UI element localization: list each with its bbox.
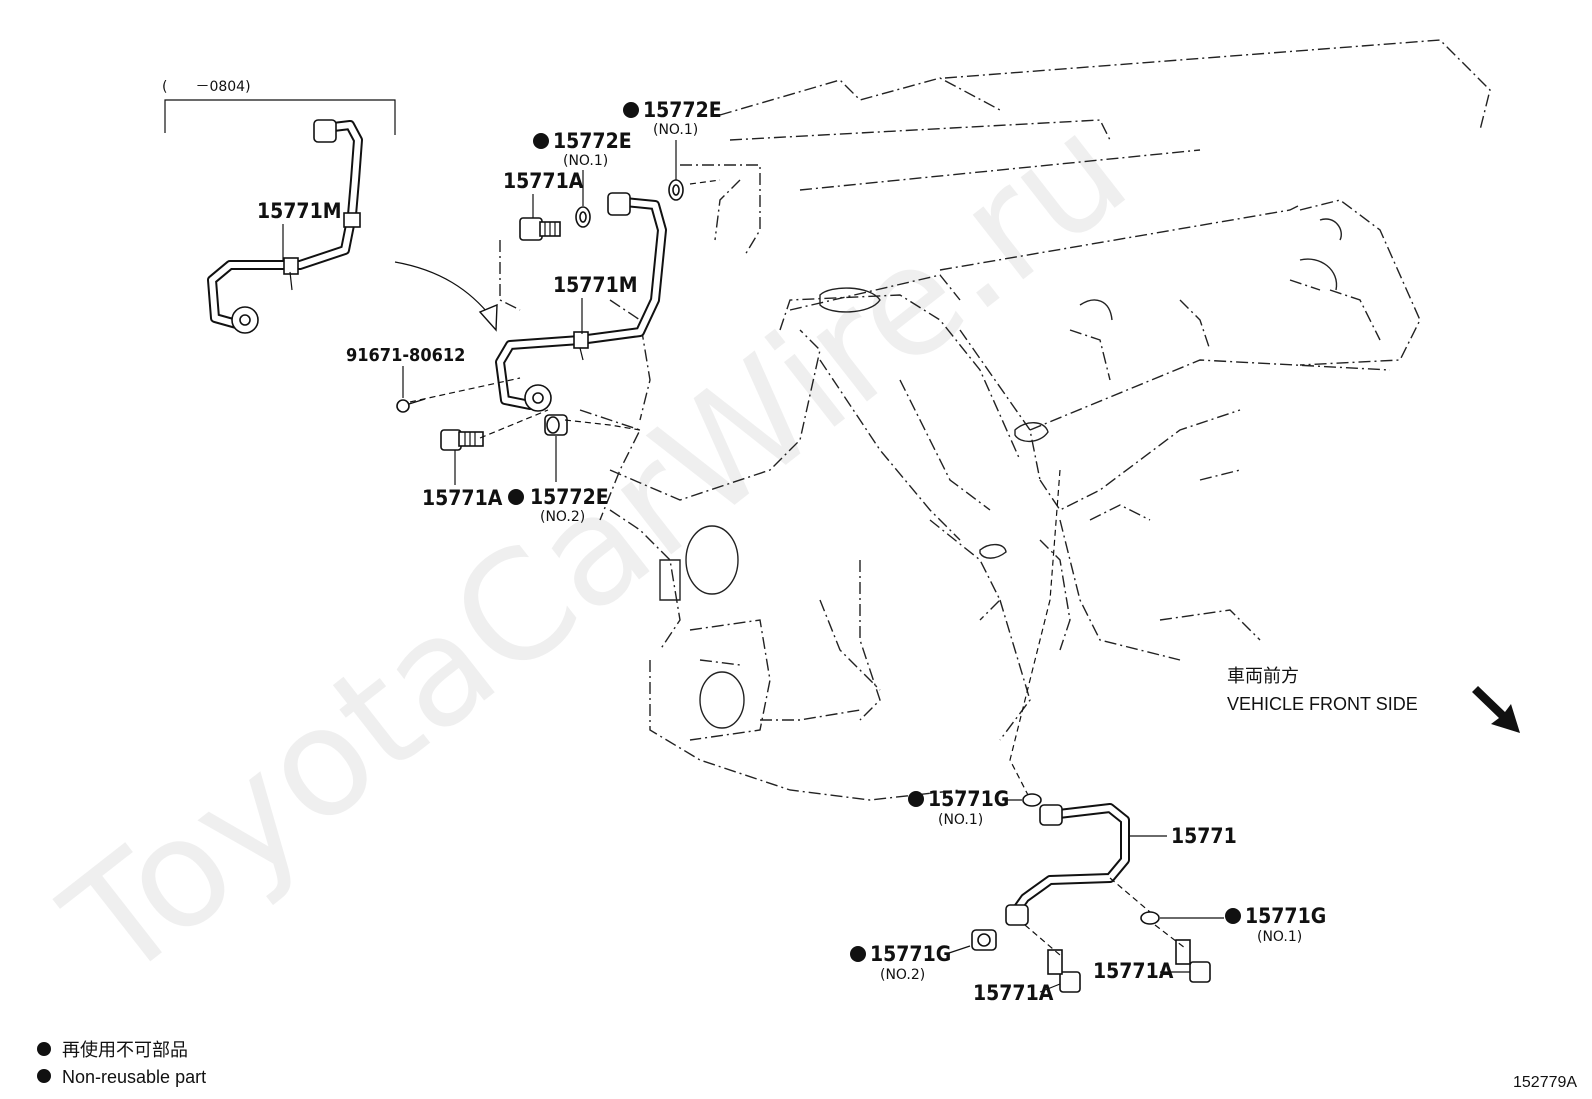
svg-text:(NO.2): (NO.2) [880,967,925,983]
svg-text:15772E: 15772E [530,485,609,509]
pipe-15771 [1005,803,1130,926]
label-15771: 15771 [1128,824,1237,848]
svg-text:15771A: 15771A [422,486,503,510]
figure-id: 152779A [1513,1074,1577,1091]
svg-text:(NO.1): (NO.1) [563,153,608,169]
svg-text:15771G: 15771G [928,787,1009,811]
legend-jp: 再使用不可部品 [62,1040,188,1060]
label-15772E-b: 15772E (NO.1) [623,98,722,180]
filled-circle-icon [1225,908,1241,924]
bolt-15771A-r1 [1047,949,1081,993]
bolt-15771A-r2 [1175,939,1211,983]
svg-text:(NO.1): (NO.1) [653,122,698,138]
filled-circle-icon [533,133,549,149]
gasket-15771G-b [1140,911,1160,925]
label-15771G-c: 15771G (NO.2) [850,942,971,983]
label-15772E-a: 15772E (NO.1) [533,129,632,206]
label-15771M-top: 15771M [257,199,342,262]
svg-text:15771G: 15771G [1245,904,1326,928]
hose-15771M-old [207,119,363,334]
replacement-arrow [394,261,498,332]
legend: 再使用不可部品 Non-reusable part [37,1040,206,1087]
filled-circle-icon [508,489,524,505]
svg-text:15772E: 15772E [553,129,632,153]
legend-en: Non-reusable part [62,1067,206,1087]
bracket-date-range: ( －0804) [162,79,251,95]
label-15771A-r2: 15771A [1093,959,1190,983]
label-91671: 91671-80612 [346,345,465,398]
label-15771A-topleft: 15771A [503,169,584,218]
gasket-15771G-c [971,929,997,951]
filled-circle-icon [37,1042,51,1056]
svg-text:(NO.2): (NO.2) [540,509,585,525]
svg-text:15771G: 15771G [870,942,951,966]
filled-circle-icon [850,946,866,962]
label-15771G-a: 15771G (NO.1) [908,787,1022,828]
filled-circle-icon [37,1069,51,1083]
label-15772E-c: 15772E (NO.2) [508,436,609,525]
bolt-91671 [396,398,426,413]
svg-text:15771A: 15771A [1093,959,1174,983]
bracket-0804: ( －0804) [162,79,396,135]
bolt-15771A-left [440,429,484,451]
svg-text:(NO.1): (NO.1) [938,812,983,828]
svg-text:15771M: 15771M [553,273,638,297]
gasket-15771G-a [1022,793,1042,807]
gasket-15772E-b [668,179,684,201]
gasket-15772E-c [544,414,568,436]
label-15771M-mid: 15771M [553,273,638,334]
vehicle-front-jp: 車両前方 [1227,666,1299,686]
hose-15771M-new [495,192,667,412]
watermark: ToyotaCarWire.ru [34,82,1158,1014]
svg-text:15772E: 15772E [643,98,722,122]
bolt-15771A-topleft [519,217,561,241]
svg-text:(NO.1): (NO.1) [1257,929,1302,945]
engine-outline [499,39,1491,801]
arrow-down-right-icon [1472,686,1520,733]
svg-text:15771M: 15771M [257,199,342,223]
svg-text:15771A: 15771A [503,169,584,193]
label-15771G-b: 15771G (NO.1) [1160,904,1326,945]
vehicle-front-en: VEHICLE FRONT SIDE [1227,694,1418,714]
svg-text:15771: 15771 [1171,824,1237,848]
label-15771A-r1: 15771A [973,981,1061,1005]
filled-circle-icon [623,102,639,118]
vehicle-front-side: 車両前方 VEHICLE FRONT SIDE [1227,666,1520,733]
svg-text:91671-80612: 91671-80612 [346,345,465,366]
svg-text:15771A: 15771A [973,981,1054,1005]
label-15771A-left: 15771A [422,450,503,510]
filled-circle-icon [908,791,924,807]
gasket-15772E-a [575,206,591,228]
